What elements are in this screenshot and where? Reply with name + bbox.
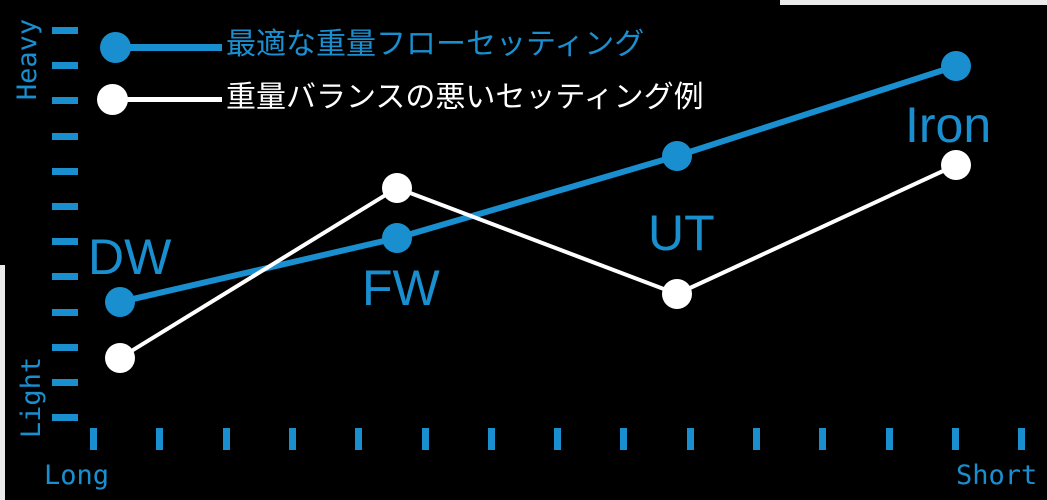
legend-label-0: 最適な重量フローセッティング (226, 27, 645, 62)
data-point-marker[interactable] (662, 279, 692, 309)
x-axis-tick (222, 428, 230, 450)
y-axis-tick (52, 27, 78, 34)
x-axis-tick (1018, 428, 1026, 450)
x-axis-tick (753, 428, 760, 450)
x-axis-tick (554, 428, 562, 450)
data-point-marker[interactable] (382, 223, 412, 253)
y-axis-tick (52, 167, 78, 175)
data-point-marker[interactable] (382, 173, 412, 203)
point-label-ut: UT (648, 205, 715, 261)
data-point-marker[interactable] (105, 287, 135, 317)
y-axis-tick (52, 343, 78, 351)
y-axis-tick (52, 273, 78, 281)
y-axis-tick (52, 308, 78, 316)
data-point-marker[interactable] (941, 150, 971, 180)
x-axis-tick (156, 428, 164, 450)
y-axis-tick (52, 238, 78, 246)
y-axis-tick (52, 379, 78, 386)
point-label-dw: DW (88, 229, 172, 285)
x-axis-tick (355, 428, 363, 450)
y-axis-label-light: Light (16, 356, 48, 439)
x-axis-tick (421, 428, 429, 450)
y-axis-tick (52, 414, 78, 422)
x-axis-tick (90, 428, 97, 450)
y-axis-tick (52, 132, 78, 140)
legend-line-1 (121, 97, 222, 102)
point-label-fw: FW (362, 260, 440, 316)
y-axis-tick (52, 62, 78, 70)
x-axis-tick (487, 428, 495, 450)
series-line-1 (118, 163, 958, 360)
x-axis-label-short: Short (956, 460, 1038, 491)
data-point-marker[interactable] (662, 141, 692, 171)
x-axis-tick (819, 428, 827, 450)
y-axis-tick (52, 203, 78, 210)
panel-edge-left (0, 265, 5, 500)
legend-label-1: 重量バランスの悪いセッティング例 (226, 80, 704, 115)
x-axis-tick (885, 428, 893, 450)
y-axis-tick (52, 97, 78, 105)
legend-line-0 (124, 44, 222, 51)
y-axis-label-heavy: Heavy (12, 18, 44, 101)
data-point-marker[interactable] (105, 343, 135, 373)
panel-edge-top (780, 0, 1047, 5)
x-axis-tick (686, 428, 694, 450)
data-point-marker[interactable] (941, 51, 971, 81)
x-axis-label-long: Long (44, 460, 110, 491)
point-label-iron: Iron (905, 97, 992, 153)
x-axis-tick (288, 428, 296, 450)
x-axis-tick (620, 428, 628, 450)
x-axis-tick (951, 428, 959, 450)
